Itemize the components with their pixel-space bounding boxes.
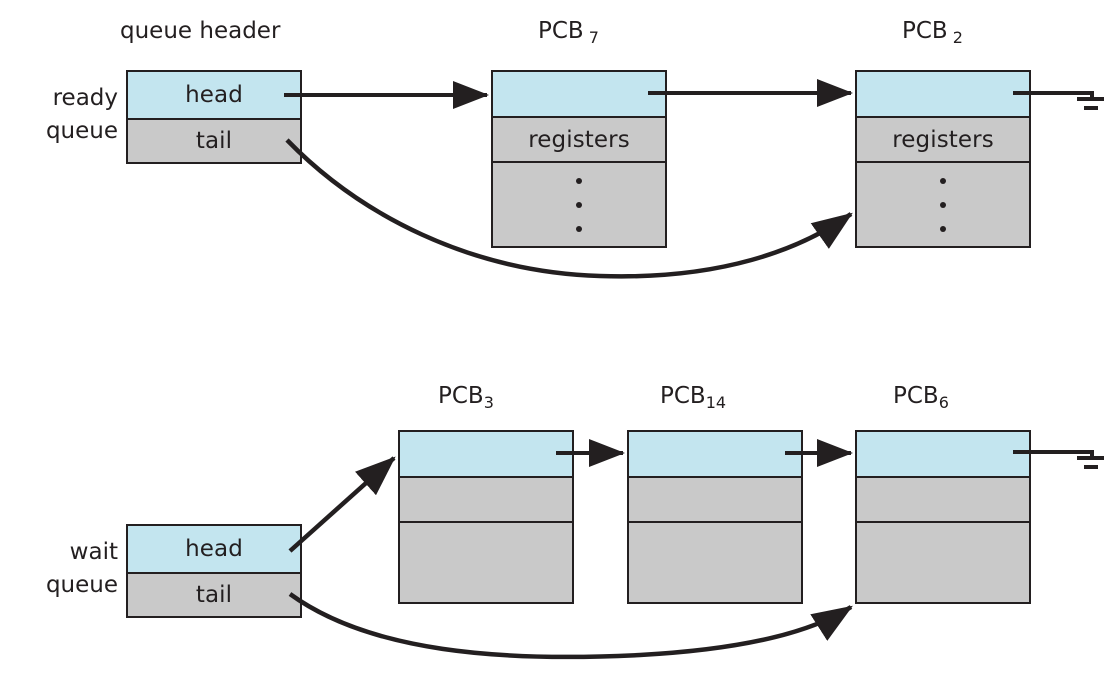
pcb-14-caption-name: PCB xyxy=(660,383,706,409)
pcb-6-caption-subscript: 6 xyxy=(938,393,949,412)
pcb-14-caption: PCB14 xyxy=(660,383,727,412)
queue-header-caption-text: queue header xyxy=(120,18,281,44)
pcb-7-caption-subscript: 7 xyxy=(588,28,599,47)
pcb-3-dots-cell xyxy=(400,523,572,602)
pcb-3-registers-cell xyxy=(400,478,572,521)
pcb-6-divider-2 xyxy=(857,521,1029,523)
pcb-14-pointer-cell xyxy=(629,432,801,476)
link-ready-tail-to-pcb2 xyxy=(285,138,853,279)
wait-queue-label-line2: queue xyxy=(45,572,118,598)
pcb-7-registers-cell: registers xyxy=(493,118,665,161)
pcb-3-caption-subscript: 3 xyxy=(483,393,494,412)
pcb-3-divider-2 xyxy=(400,521,572,523)
pcb-2-divider-2 xyxy=(857,161,1029,163)
pcb-7-registers-label: registers xyxy=(528,126,630,153)
pcb-14-caption-subscript: 14 xyxy=(705,393,727,412)
pcb-6-caption: PCB6 xyxy=(893,383,949,412)
pcb-3-caption: PCB3 xyxy=(438,383,494,412)
wait-queue-header-box: head tail xyxy=(126,524,302,618)
pcb-7-pointer-cell xyxy=(493,72,665,116)
wait-queue-side-label: wait queue xyxy=(8,536,118,602)
pcb-7-divider-2 xyxy=(493,161,665,163)
wait-queue-head-label: head xyxy=(185,536,243,562)
pcb-6-caption-name: PCB xyxy=(893,383,939,409)
pcb-3-box xyxy=(398,430,574,604)
pcb-2-caption-subscript: 2 xyxy=(952,28,963,47)
pcb-14-dots-cell xyxy=(629,523,801,602)
wait-queue-head-cell: head xyxy=(128,526,300,572)
ready-queue-side-label: ready queue xyxy=(8,82,118,148)
queue-header-caption: queue header xyxy=(120,18,280,44)
pcb-3-pointer-cell xyxy=(400,432,572,476)
link-wait-tail-to-pcb6 xyxy=(288,592,853,660)
pcb-6-registers-cell xyxy=(857,478,1029,521)
ready-queue-label-line1: ready xyxy=(52,85,118,111)
ready-queue-header-box: head tail xyxy=(126,70,302,164)
pcb-7-box: registers xyxy=(491,70,667,248)
pcb-6-pointer-cell xyxy=(857,432,1029,476)
pcb-6-dots-cell xyxy=(857,523,1029,602)
pcb-3-caption-name: PCB xyxy=(438,383,484,409)
pcb-14-registers-cell xyxy=(629,478,801,521)
pcb-2-box: registers xyxy=(855,70,1031,248)
ready-queue-head-cell: head xyxy=(128,72,300,118)
wait-queue-tail-cell: tail xyxy=(128,574,300,616)
pcb-14-divider-2 xyxy=(629,521,801,523)
pcb-7-caption-name: PCB xyxy=(538,18,584,44)
pcb-3-divider-1 xyxy=(400,476,572,478)
wait-queue-tail-label: tail xyxy=(195,582,233,608)
ready-queue-label-line2: queue xyxy=(45,118,118,144)
pcb-6-divider-1 xyxy=(857,476,1029,478)
link-wait-head-to-pcb3 xyxy=(288,456,396,553)
pcb-2-caption-name: PCB xyxy=(902,18,948,44)
pcb-2-pointer-cell xyxy=(857,72,1029,116)
pcb-2-divider-1 xyxy=(857,116,1029,118)
ready-queue-head-label: head xyxy=(185,82,243,108)
ready-queue-tail-label: tail xyxy=(195,128,233,154)
pcb-7-divider-1 xyxy=(493,116,665,118)
ready-queue-tail-cell: tail xyxy=(128,120,300,162)
pcb-14-box xyxy=(627,430,803,604)
ready-queue-header-divider xyxy=(128,118,300,120)
pcb-2-registers-cell: registers xyxy=(857,118,1029,161)
wait-queue-header-divider xyxy=(128,572,300,574)
pcb-14-divider-1 xyxy=(629,476,801,478)
pcb-6-box xyxy=(855,430,1031,604)
pcb-2-registers-label: registers xyxy=(892,126,994,153)
wait-queue-label-line1: wait xyxy=(69,539,118,565)
